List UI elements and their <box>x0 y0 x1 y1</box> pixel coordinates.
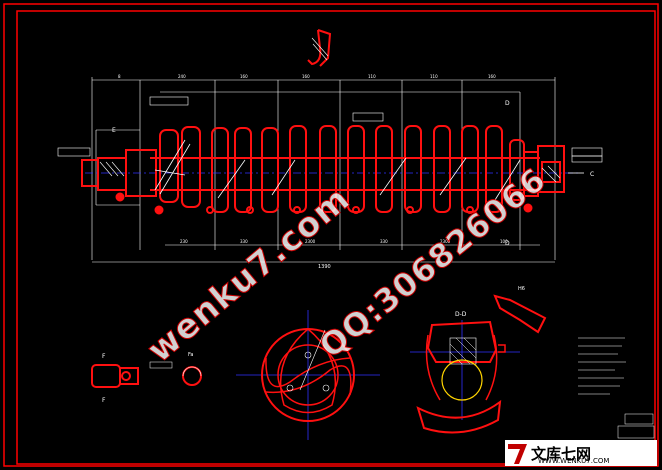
view-label-h6: H6 <box>518 286 525 292</box>
logo-brand-cn: 文库七网 <box>531 444 592 463</box>
end-hatching <box>99 161 561 183</box>
logo-brand-url: WWW.WENKU7.COM <box>538 457 610 465</box>
section-label: D-D <box>455 311 467 318</box>
outer-frame <box>3 3 659 467</box>
svg-text:330: 330 <box>240 239 248 244</box>
svg-text:8: 8 <box>118 74 121 79</box>
technical-notes <box>578 337 626 395</box>
svg-text:330: 330 <box>380 239 388 244</box>
section-d-d-view <box>410 320 520 434</box>
view-label-f: F <box>102 397 106 404</box>
svg-text:160: 160 <box>240 74 248 79</box>
oil-passages <box>154 139 521 201</box>
detail-f-view <box>91 364 202 388</box>
svg-text:100: 100 <box>500 239 508 244</box>
crankshaft-main-view <box>81 125 565 215</box>
svg-text:240: 240 <box>178 74 186 79</box>
site-logo[interactable]: 文库七网 WWW.WENKU7.COM <box>505 440 657 466</box>
inner-frame <box>16 10 656 465</box>
detail-f-tolerance-box <box>149 361 173 369</box>
dimension-texts: 8 240 160 160 110 110 160 230 330 2300 330 2300 1… <box>118 74 508 244</box>
top-key-detail <box>307 29 332 67</box>
svg-text:110: 110 <box>430 74 438 79</box>
svg-text:2300: 2300 <box>440 239 451 244</box>
section-mark-top: D <box>505 100 510 107</box>
overall-dimension: 1390 <box>318 264 331 270</box>
section-mark-bottom: D <box>505 240 510 247</box>
dimension-lines <box>57 77 603 263</box>
svg-text:160: 160 <box>488 74 496 79</box>
end-view-circle <box>236 310 380 440</box>
view-label-f-detail: Fa <box>188 352 193 358</box>
svg-text:110: 110 <box>368 74 376 79</box>
svg-text:160: 160 <box>302 74 310 79</box>
view-label-f-top: F <box>102 353 106 360</box>
view-label-e: E <box>112 127 116 134</box>
logo-mark-icon <box>505 440 531 466</box>
detail-h6-view <box>493 294 547 334</box>
svg-text:2300: 2300 <box>305 239 316 244</box>
title-block-mini <box>624 413 654 425</box>
svg-text:230: 230 <box>180 239 188 244</box>
view-label-c: C <box>590 171 594 178</box>
title-block <box>617 425 655 439</box>
